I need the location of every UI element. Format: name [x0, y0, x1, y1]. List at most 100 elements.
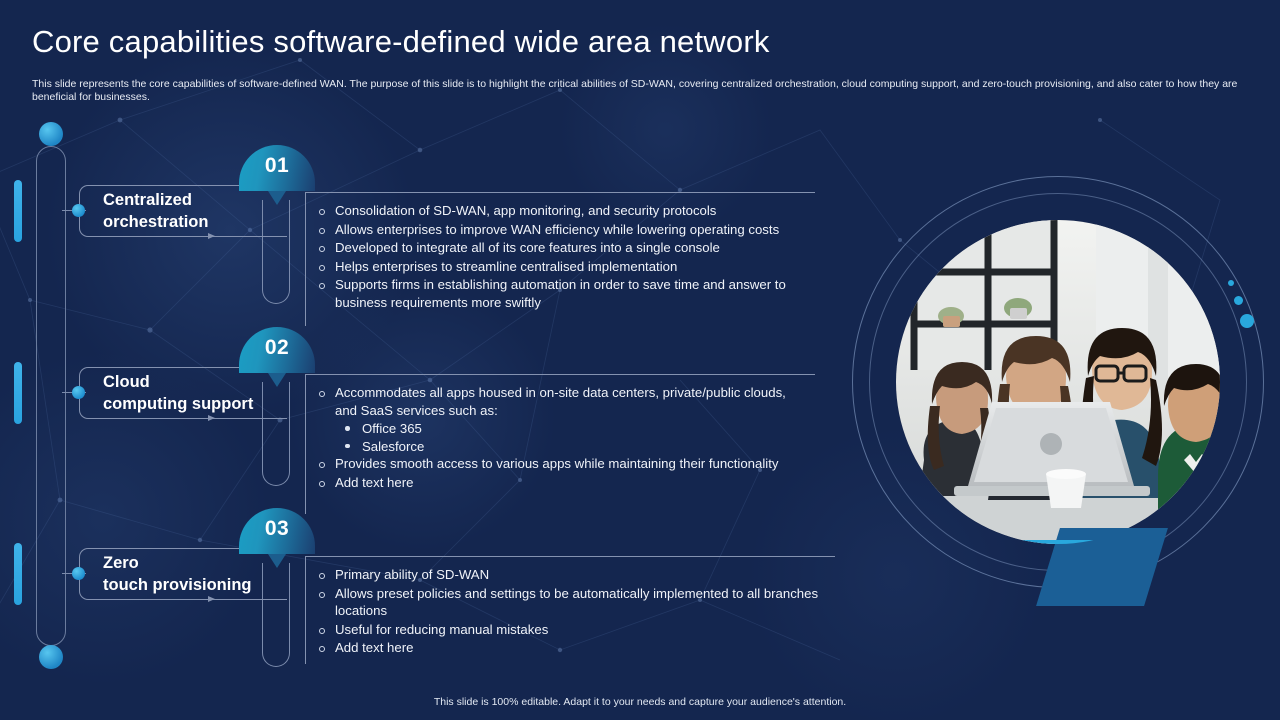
list-item: Accommodates all apps housed in on-site …: [319, 384, 809, 419]
section-stem-2: [262, 382, 290, 486]
section-stem-inner-3: [262, 563, 290, 667]
section-panel-frame-3: [305, 556, 835, 664]
bullet-list-3: Primary ability of SD-WAN Allows preset …: [319, 566, 829, 658]
footer-note: This slide is 100% editable. Adapt it to…: [433, 696, 847, 708]
sub-list-item: Office 365: [345, 420, 809, 438]
section-label-line1-2: Cloud: [103, 373, 150, 391]
list-item: Useful for reducing manual mistakes: [319, 621, 829, 639]
bullet-text: Allows enterprises to improve WAN effici…: [335, 221, 780, 237]
bullet-marker-icon: [319, 283, 335, 289]
section-stem-3: [262, 563, 290, 667]
bullet-list-2: Accommodates all apps housed in on-site …: [319, 384, 809, 492]
team-photo-illustration: [896, 220, 1220, 544]
photo-composition: [852, 176, 1264, 628]
list-item: Add text here: [319, 474, 809, 492]
section-badge-1[interactable]: 01: [239, 145, 315, 205]
list-item: Allows enterprises to improve WAN effici…: [319, 221, 809, 239]
section-label-line1-3: Zero: [103, 554, 139, 572]
bullet-text: Add text here: [335, 474, 414, 490]
bullet-text: Supports firms in establishing automatio…: [335, 277, 786, 310]
node-dot-1: [72, 204, 85, 217]
section-label-arrow-2: [148, 414, 215, 422]
accent-bar-3: [14, 543, 22, 605]
section-label-arrow-3: [148, 595, 215, 603]
section-badge-tail-2: [268, 373, 286, 387]
page-subtitle: This slide represents the core capabilit…: [32, 78, 1238, 103]
bullet-text: Add text here: [335, 640, 414, 655]
section-label-text-3: Zero touch provisioning: [103, 552, 252, 596]
list-item: Add text here: [319, 639, 829, 657]
bullet-text: Useful for reducing manual mistakes: [335, 621, 549, 637]
bullet-marker-icon: [319, 480, 335, 487]
bullet-marker-icon: [319, 573, 335, 579]
bullet-text: Developed to integrate all of its core f…: [335, 240, 720, 255]
list-item: Supports firms in establishing automatio…: [319, 276, 809, 311]
bullet-marker-icon: [319, 264, 335, 271]
accent-parallelogram: [1036, 528, 1168, 606]
section-panel-2: Accommodates all apps housed in on-site …: [305, 374, 815, 514]
sub-bullet-marker-icon: [345, 443, 362, 448]
bullet-text: Allows preset policies and settings to b…: [335, 585, 819, 619]
list-item: Provides smooth access to various apps w…: [319, 455, 809, 473]
bullet-text: Helps enterprises to streamline centrali…: [335, 258, 678, 274]
section-label-line2-3: touch provisioning: [103, 576, 252, 594]
bullet-text: Consolidation of SD-WAN, app monitoring,…: [335, 203, 717, 218]
list-item: Allows preset policies and settings to b…: [319, 585, 829, 620]
section-label-arrow-1: [148, 232, 215, 240]
section-label-line1-1: Centralized: [103, 191, 192, 209]
bullet-marker-icon: [319, 462, 335, 468]
node-dot-3: [72, 567, 85, 580]
section-badge-tail-3: [268, 554, 286, 568]
section-stem-inner-1: [262, 200, 290, 304]
section-badge-dome-2: 02: [239, 327, 315, 373]
bullet-text: Accommodates all apps housed in on-site …: [335, 385, 786, 418]
bullet-marker-icon: [319, 591, 335, 598]
bullet-marker-icon: [319, 227, 335, 234]
section-label-line2-2: computing support: [103, 395, 254, 413]
section-label-text-1: Centralized orchestration: [103, 189, 208, 233]
section-badge-2[interactable]: 02: [239, 327, 315, 387]
section-label-text-2: Cloud computing support: [103, 371, 253, 415]
sub-list-item: Salesforce: [345, 438, 809, 456]
bullet-text: Primary ability of SD-WAN: [335, 567, 490, 582]
bullet-text: Provides smooth access to various apps w…: [335, 456, 779, 471]
team-photo: [896, 220, 1220, 544]
section-badge-tail-1: [268, 191, 286, 205]
node-dot-2: [72, 386, 85, 399]
list-item: Primary ability of SD-WAN: [319, 566, 829, 584]
section-badge-dome-3: 03: [239, 508, 315, 554]
list-item: Consolidation of SD-WAN, app monitoring,…: [319, 202, 809, 220]
section-stem-inner-2: [262, 382, 290, 486]
list-item: Helps enterprises to streamline centrali…: [319, 258, 809, 276]
list-item: Developed to integrate all of its core f…: [319, 239, 809, 257]
section-stem-1: [262, 200, 290, 304]
section-badge-number-1: 01: [264, 154, 290, 177]
rail-dot-bottom: [39, 645, 63, 669]
ring-dot-medium: [1234, 296, 1243, 305]
timeline-rail: [36, 122, 66, 669]
page-title: Core capabilities software-defined wide …: [32, 24, 770, 59]
section-panel-frame-2: [305, 374, 815, 514]
accent-bar-1: [14, 180, 22, 242]
bullet-marker-icon: [319, 391, 335, 397]
sub-bullet-text: Salesforce: [362, 438, 425, 454]
bullet-marker-icon: [319, 646, 335, 652]
bullet-list-1: Consolidation of SD-WAN, app monitoring,…: [319, 202, 809, 312]
rail-tube: [36, 146, 66, 646]
section-badge-number-3: 03: [264, 517, 290, 540]
section-panel-frame-1: [305, 192, 815, 326]
rail-dot-top: [39, 122, 63, 146]
ring-accent-dots: [1228, 280, 1268, 340]
section-badge-number-2: 02: [264, 336, 290, 359]
section-label-line2-1: orchestration: [103, 213, 209, 231]
section-badge-dome-1: 01: [239, 145, 315, 191]
bullet-marker-icon: [319, 246, 335, 252]
sub-bullet-text: Office 365: [362, 421, 422, 436]
ring-dot-large: [1240, 314, 1254, 328]
ring-dot-small: [1228, 280, 1234, 286]
bullet-marker-icon: [319, 627, 335, 634]
section-badge-3[interactable]: 03: [239, 508, 315, 568]
bullet-marker-icon: [319, 209, 335, 215]
